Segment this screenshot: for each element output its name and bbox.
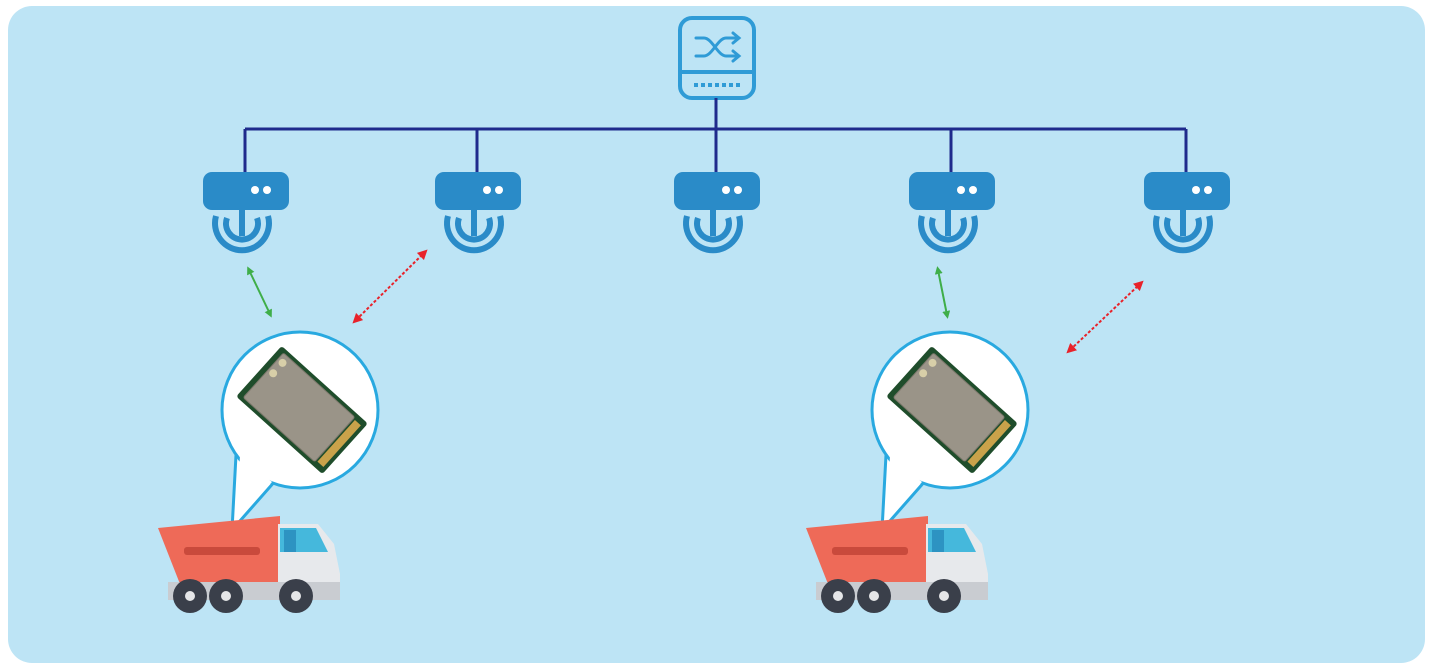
dump-truck-icon	[158, 516, 340, 613]
dump-truck-icon	[806, 516, 988, 613]
